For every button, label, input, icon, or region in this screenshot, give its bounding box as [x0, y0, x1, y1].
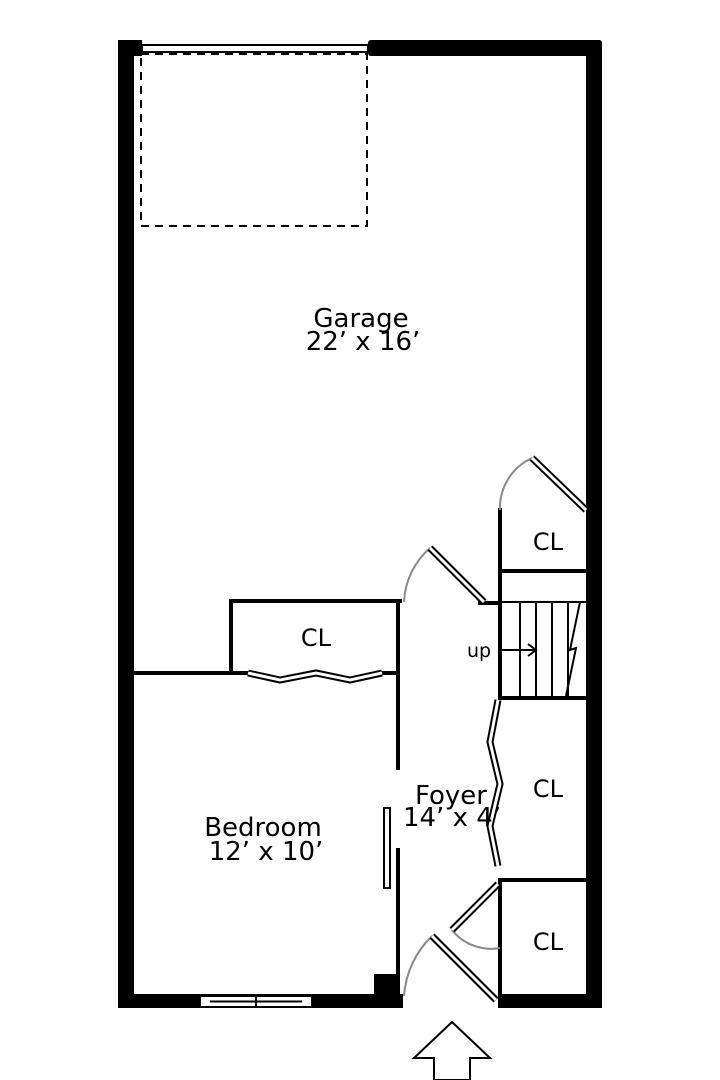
- foyer-name: Foyer: [415, 781, 487, 811]
- closet-label-bedroom: CL: [301, 624, 332, 652]
- wall-corner-block: [374, 974, 400, 996]
- upper-closet-door-swing: [498, 457, 533, 511]
- garage-foyer-door-swing: [403, 547, 431, 603]
- right-exterior-wall: [586, 40, 602, 1008]
- bedroom-window: [199, 995, 313, 1008]
- doors: [247, 455, 589, 1003]
- entry-door-swing: [403, 935, 433, 997]
- entry-door-leaf: [429, 933, 499, 1003]
- staircase: [498, 601, 586, 697]
- garage-size: 22’ x 16’: [306, 327, 421, 357]
- garage-door-dashed-outline: [140, 53, 368, 227]
- bottom-wall-right: [498, 994, 602, 1008]
- closet-label-foyer-lower: CL: [533, 928, 564, 956]
- interior-walls: [132, 508, 588, 996]
- closet-label-garage: CL: [533, 528, 564, 556]
- garage-door: [140, 44, 369, 227]
- top-wall-left: [118, 40, 142, 56]
- garage-door-track: [141, 44, 369, 53]
- top-wall-right: [368, 40, 602, 56]
- entry-arrow-icon: [411, 1020, 493, 1080]
- garage-name: Garage: [313, 304, 408, 334]
- lower-closet-door-leaf: [449, 881, 501, 933]
- upper-closet-door-leaf: [529, 455, 589, 513]
- garage-foyer-door-leaf: [427, 545, 487, 605]
- middle-closet-bifold-door: [486, 699, 504, 867]
- stairs-direction-label: up: [467, 640, 491, 662]
- exterior-walls: [118, 40, 602, 1008]
- bedroom-size: 12’ x 10’: [209, 837, 324, 867]
- lower-closet-door-swing: [451, 929, 501, 950]
- bedroom-name: Bedroom: [204, 813, 322, 843]
- bedroom-closet-bifold-door: [247, 669, 383, 684]
- foyer-size: 14’ x 4’: [403, 803, 501, 833]
- closet-label-foyer-upper: CL: [533, 775, 564, 803]
- left-exterior-wall: [118, 40, 134, 1008]
- stair-arrow-head: [527, 643, 538, 657]
- room-labels: Garage 22’ x 16’ Bedroom 12’ x 10’ Foyer…: [204, 304, 563, 956]
- stair-break-line: [565, 601, 581, 697]
- bedroom-sliding-door: [383, 807, 391, 889]
